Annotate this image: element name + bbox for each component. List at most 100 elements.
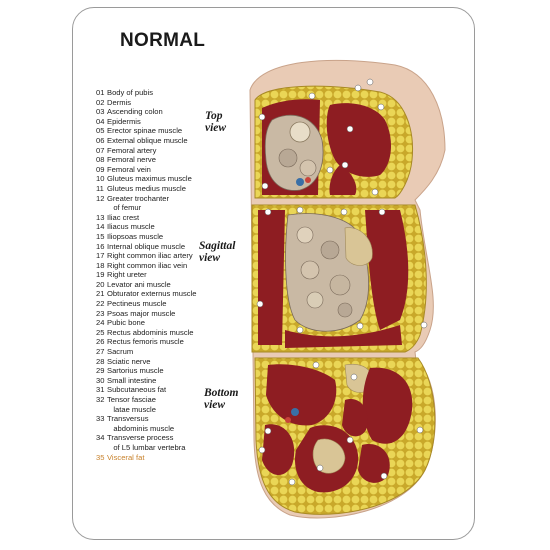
legend-item-label: Iliopsoas muscle — [107, 231, 164, 241]
top-view-slab — [254, 85, 414, 199]
legend-item-label: Iliac crest — [107, 212, 140, 222]
legend-item-label: Rectus femoris muscle — [107, 337, 184, 347]
legend-item-number: 14 — [96, 222, 105, 232]
legend-item-label: Transversus abdominis muscle — [107, 414, 175, 433]
legend-item-number: 29 — [96, 366, 105, 376]
sagittal-view-label-text: Sagittal view — [199, 240, 236, 264]
legend-item-number: 05 — [96, 126, 105, 136]
legend-item-label: Sartorius muscle — [107, 366, 164, 376]
legend-item-number: 27 — [96, 347, 105, 357]
legend-item-number: 34 — [96, 433, 105, 443]
legend-item-label: Obturator externus muscle — [107, 289, 197, 299]
top-view-label: Top view — [205, 110, 226, 134]
legend-item-number: 22 — [96, 299, 105, 309]
legend-item-label: Femoral vein — [107, 164, 151, 174]
legend-item-number: 26 — [96, 337, 105, 347]
legend-item-label: Body of pubis — [107, 88, 154, 97]
legend-item-label: Right common iliac vein — [107, 260, 188, 270]
legend-item-label: Sacrum — [107, 347, 134, 357]
legend-item-label: Femoral artery — [107, 145, 157, 155]
legend-item-number: 35 — [96, 452, 105, 462]
legend-item-number: 04 — [96, 116, 105, 126]
legend-item-label: Iliacus muscle — [107, 222, 155, 232]
legend-item-label: Small intestine — [107, 375, 157, 385]
legend-item-label: Gluteus medius muscle — [107, 183, 186, 193]
legend-item-number: 11 — [96, 183, 104, 193]
legend-item-label: Pectineus muscle — [107, 299, 167, 309]
legend-item-number: 33 — [96, 414, 105, 424]
legend-item-label: Right common iliac artery — [107, 251, 193, 261]
legend-item-label: Greater trochanter of femur — [107, 193, 170, 213]
legend-item-number: 19 — [96, 270, 105, 280]
legend-item-label: Subcutaneous fat — [107, 385, 167, 395]
legend-item-number: 15 — [96, 231, 105, 241]
bottom-view-label: Bottom view — [204, 387, 239, 411]
bottom-view-slab — [254, 357, 436, 515]
legend-item-label: Pubic bone — [107, 318, 145, 328]
page-title: NORMAL — [120, 30, 206, 51]
legend-item-label: Transverse process of L5 lumbar vertebra — [107, 433, 186, 452]
legend-item-number: 09 — [96, 164, 105, 174]
legend-item-number: 20 — [96, 279, 105, 289]
sagittal-view-label: Sagittal view — [199, 240, 235, 264]
legend-item-number: 03 — [96, 107, 105, 117]
legend-item-number: 32 — [96, 395, 105, 404]
legend-item-number: 10 — [96, 174, 105, 184]
legend-item-label: Gluteus maximus muscle — [107, 174, 192, 184]
legend-item-label: Levator ani muscle — [107, 279, 171, 289]
bottom-view-label-text: Bottom view — [204, 387, 239, 411]
legend-item-number: 02 — [96, 97, 105, 107]
legend-item-number: 08 — [96, 155, 105, 165]
legend-item-number: 13 — [96, 212, 105, 222]
legend-item-number: 28 — [96, 356, 105, 366]
legend-item-number: 18 — [96, 260, 105, 270]
legend-item-label: Psoas major muscle — [107, 308, 176, 318]
sagittal-view-slab — [251, 204, 427, 353]
legend-item-label: Dermis — [107, 97, 132, 107]
legend-item-number: 12 — [96, 193, 105, 203]
legend-item-number: 23 — [96, 308, 105, 318]
legend-item-number: 21 — [96, 289, 105, 299]
legend-item-number: 17 — [96, 251, 105, 261]
legend-item-label: Visceral fat — [107, 452, 145, 462]
legend-item-label: Internal oblique muscle — [107, 241, 186, 251]
legend-item-label: Tensor fasciae latae muscle — [107, 395, 156, 414]
legend-item-number: 01 — [96, 88, 105, 97]
legend-item-number: 06 — [96, 135, 105, 145]
label-pins — [256, 78, 428, 486]
legend-item-number: 24 — [96, 318, 105, 328]
legend-item-number: 07 — [96, 145, 105, 155]
legend-item-label: Erector spinae muscle — [107, 126, 183, 136]
